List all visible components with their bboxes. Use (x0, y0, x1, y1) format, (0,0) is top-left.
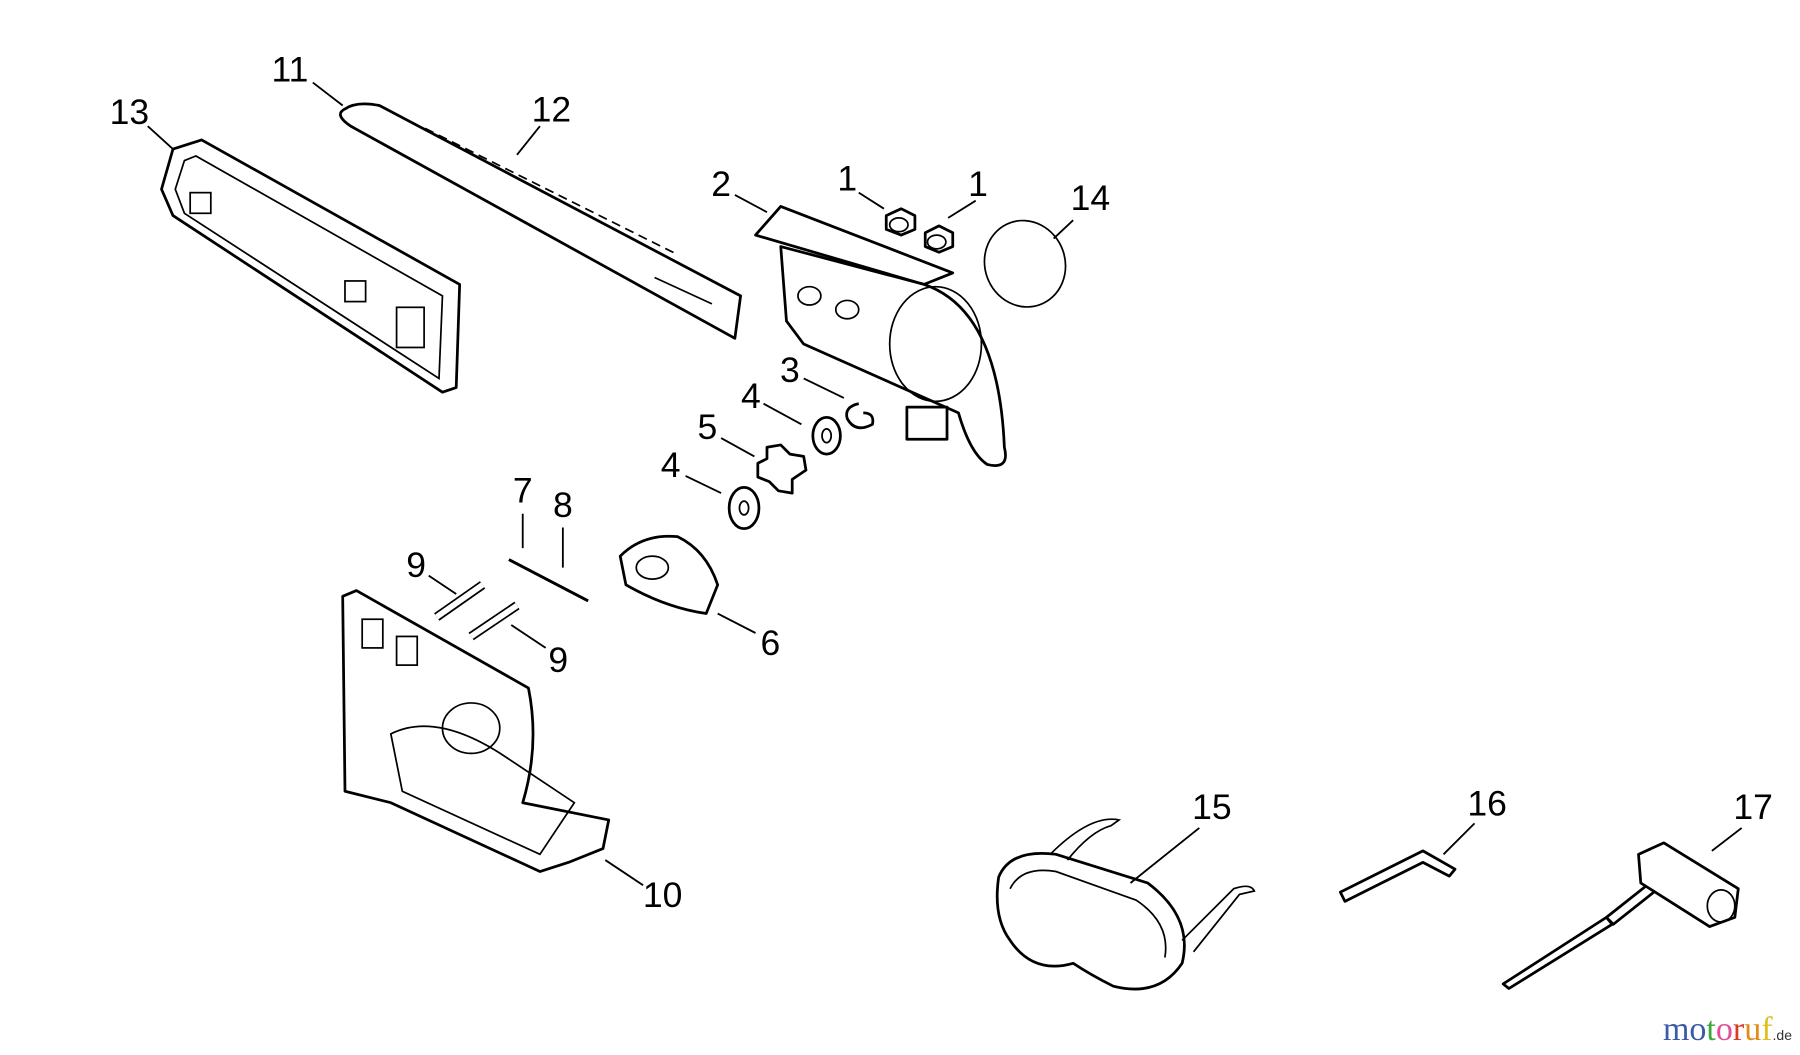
logo-letter: f (1761, 1011, 1773, 1048)
part-3-e-clip (845, 402, 875, 430)
callout-15: 15 (1192, 787, 1232, 827)
callout-4: 4 (741, 376, 761, 416)
callout-7: 7 (513, 470, 533, 510)
washer-hole (738, 500, 750, 516)
leader-lines (147, 81, 1743, 887)
callout-9: 9 (406, 545, 426, 585)
callout-9: 9 (548, 640, 568, 680)
part-6-oil-pump (618, 534, 720, 615)
part-5-sprocket (756, 443, 808, 495)
callout-14: 14 (1071, 178, 1111, 218)
part-4-washer-upper (811, 416, 842, 456)
motoruf-watermark-logo: motoruf.de (1663, 1011, 1792, 1049)
part-12-chain (424, 127, 678, 256)
callout-3: 3 (780, 350, 800, 390)
part-17-plug-wrench (1501, 841, 1740, 990)
callout-8: 8 (553, 485, 573, 525)
callout-1: 1 (968, 164, 988, 204)
logo-letter: o (1689, 1011, 1707, 1048)
part-7-8-adjuster (508, 558, 589, 603)
part-16-hex-key (1338, 849, 1457, 903)
callout-1: 1 (837, 158, 857, 198)
part-2-sprocket-cover (754, 205, 1007, 467)
callout-10: 10 (643, 875, 683, 915)
part-13-bar-cover (160, 138, 462, 394)
callout-12: 12 (532, 90, 572, 130)
part-14-ring (983, 219, 1067, 308)
part-15-safety-goggles (995, 818, 1256, 991)
callout-2: 2 (711, 164, 731, 204)
logo-letter: m (1662, 1011, 1690, 1048)
callout-4: 4 (661, 445, 681, 485)
part-4-washer-lower (727, 485, 761, 531)
logo-letter: o (1715, 1011, 1733, 1048)
part-10-housing (341, 589, 611, 873)
logo-letter: t (1706, 1011, 1716, 1048)
part-9-pins (434, 581, 520, 641)
callout-5: 5 (697, 407, 717, 447)
callout-17: 17 (1733, 787, 1773, 827)
part-1-nuts (884, 207, 955, 254)
callout-13: 13 (110, 92, 150, 132)
logo-letter: u (1744, 1011, 1762, 1048)
part-11-guide-bar (339, 102, 742, 340)
callout-11: 11 (271, 49, 308, 89)
callout-16: 16 (1467, 783, 1507, 823)
logo-suffix: .de (1772, 1027, 1792, 1043)
callout-6: 6 (761, 623, 781, 663)
logo-letter: r (1732, 1011, 1745, 1048)
washer-hole (821, 428, 833, 444)
